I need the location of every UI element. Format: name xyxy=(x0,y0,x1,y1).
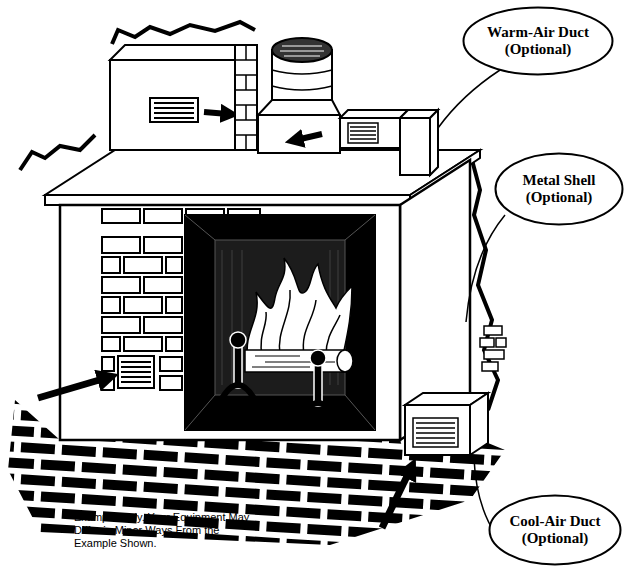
vent-grille xyxy=(121,362,151,382)
caption-note: Example Only. Your Equipment May Differ … xyxy=(74,511,250,550)
torn-wall-edge xyxy=(472,160,498,410)
air-arrow xyxy=(204,112,228,114)
log-end xyxy=(337,350,353,372)
fireplace-front xyxy=(60,205,400,440)
cool-duct-grille xyxy=(413,418,458,447)
callout-text: (Optional) xyxy=(526,189,593,206)
callout-text: Cool-Air Duct xyxy=(510,513,601,530)
leader-line xyxy=(466,215,505,322)
andiron xyxy=(220,332,256,402)
callout-ellipse: Cool-Air Duct(Optional) xyxy=(488,494,622,566)
upper-vent xyxy=(150,98,198,122)
ellipse-outline xyxy=(496,154,623,225)
flue-opening xyxy=(272,38,332,62)
duct-top xyxy=(340,110,408,118)
column-bricks xyxy=(102,237,182,390)
cool-air-duct xyxy=(405,405,470,455)
ellipse-outline xyxy=(464,8,613,75)
firebox-corners xyxy=(185,215,375,430)
log xyxy=(245,350,345,372)
firebox-opening xyxy=(185,215,375,430)
andiron xyxy=(300,350,336,420)
flue-hatch xyxy=(280,46,324,56)
chimney-block-face xyxy=(110,60,235,150)
callout-text: (Optional) xyxy=(505,41,572,58)
ellipse-outline xyxy=(490,496,621,565)
flue-collar xyxy=(258,100,340,115)
flame-lines xyxy=(261,290,340,355)
wall-bricks xyxy=(480,326,506,371)
torn-wall-edge xyxy=(112,22,255,44)
callout-text: Metal Shell xyxy=(523,172,596,189)
callout-ellipse: Metal Shell(Optional) xyxy=(494,152,624,226)
callout-ellipse: Warm-Air Duct(Optional) xyxy=(462,6,614,76)
chimney-block-top xyxy=(110,45,250,60)
flames xyxy=(247,258,352,360)
vent-grille xyxy=(154,103,194,118)
duct-elbow xyxy=(400,118,430,175)
torn-wall-edge xyxy=(20,135,95,170)
flue-bands xyxy=(272,70,332,90)
cool-duct-side xyxy=(470,393,488,455)
air-arrow xyxy=(296,134,322,140)
pillar-brick-lines xyxy=(235,45,257,150)
callout-text: (Optional) xyxy=(522,530,589,547)
cool-air-vent xyxy=(118,356,154,388)
callout-text: Warm-Air Duct xyxy=(487,24,589,41)
flue-box xyxy=(258,115,340,153)
duct-grille xyxy=(348,123,378,143)
leader-line xyxy=(438,70,500,128)
brick-pillar xyxy=(235,45,257,150)
cool-duct-grille-lines xyxy=(416,423,455,443)
duct-grille-lines xyxy=(350,127,376,139)
duct-elbow-side xyxy=(430,110,438,175)
air-arrow xyxy=(38,378,106,398)
warm-air-duct xyxy=(340,118,400,148)
air-arrow xyxy=(382,470,410,528)
mantel-front xyxy=(45,195,410,205)
